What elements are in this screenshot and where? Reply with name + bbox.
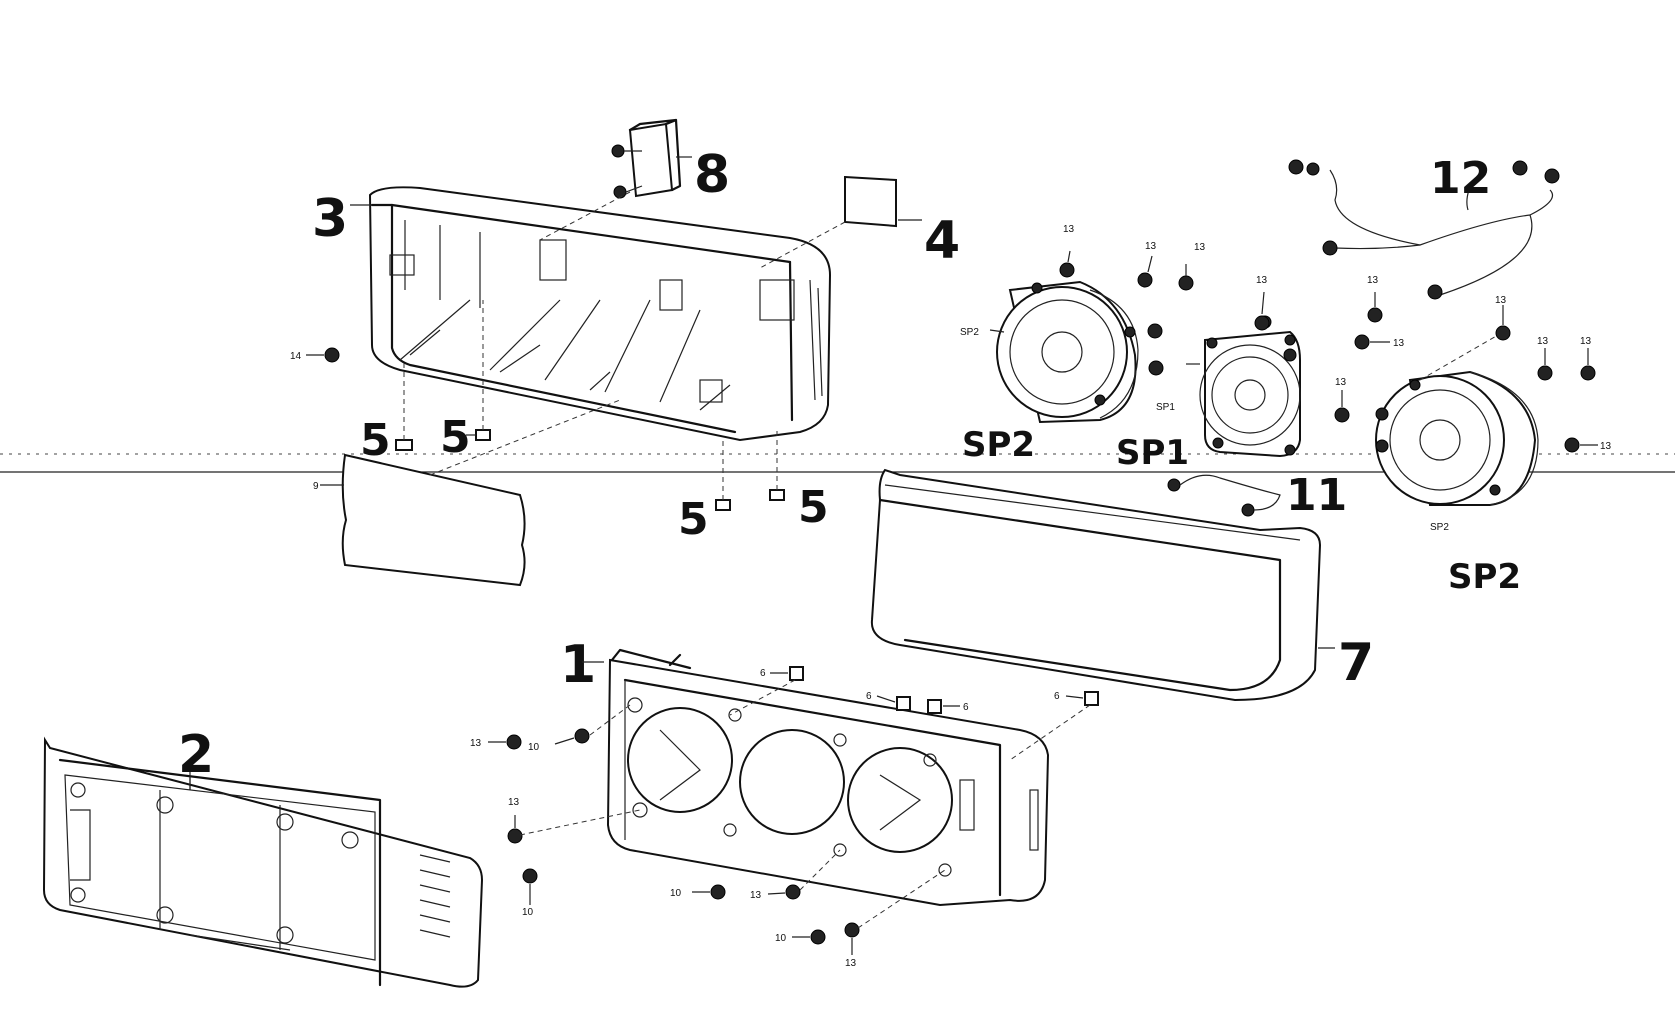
label-10-d: 10 <box>775 933 787 944</box>
label-13-e: 13 <box>1063 224 1075 235</box>
callout-5-a: 5 <box>360 415 391 466</box>
label-13-d: 13 <box>845 958 857 969</box>
speaker-sp2-left <box>989 250 1194 424</box>
label-13-k: 13 <box>1335 377 1347 388</box>
handwritten-sp1: SP1 <box>1116 433 1189 473</box>
callout-5-c: 5 <box>678 494 709 545</box>
label-10-c: 10 <box>670 888 682 899</box>
label-13-j: 13 <box>1393 338 1405 349</box>
callout-12: 12 <box>1430 153 1491 204</box>
label-6-a: 6 <box>760 668 766 679</box>
grille-frame-part <box>870 468 1335 702</box>
label-13-g: 13 <box>1194 242 1206 253</box>
screw-14 <box>306 347 340 363</box>
callout-8: 8 <box>694 145 730 205</box>
label-13-m: 13 <box>1537 336 1549 347</box>
vent-slots <box>419 854 451 938</box>
callout-7: 7 <box>1338 633 1374 693</box>
callout-1: 1 <box>560 635 596 695</box>
small-box-part <box>539 118 692 241</box>
back-plate-part <box>42 736 484 988</box>
label-13-h: 13 <box>1256 275 1268 286</box>
label-13-f: 13 <box>1145 241 1157 252</box>
callout-11: 11 <box>1286 470 1347 521</box>
tabs-part <box>395 300 785 511</box>
speaker-sp1 <box>1186 291 1390 458</box>
label-sp2-right: SP2 <box>1430 522 1449 533</box>
label-sp2-left: SP2 <box>960 327 979 338</box>
label-10-b: 10 <box>522 907 534 918</box>
label-13-a: 13 <box>470 738 482 749</box>
label-sp1: SP1 <box>1156 402 1175 413</box>
label-13-o: 13 <box>1600 441 1612 452</box>
label-14: 14 <box>290 351 302 362</box>
wire-harness-12 <box>1288 159 1560 300</box>
label-6-c: 6 <box>963 702 969 713</box>
handwritten-sp2-right: SP2 <box>1448 557 1521 597</box>
callout-4: 4 <box>924 211 960 271</box>
label-6-d: 6 <box>1054 691 1060 702</box>
callout-2: 2 <box>178 725 214 785</box>
wire-11 <box>1167 474 1281 517</box>
callout-5-d: 5 <box>798 482 829 533</box>
baffle-screws <box>488 704 946 955</box>
callout-5-b: 5 <box>440 412 471 463</box>
label-13-l: 13 <box>1495 295 1507 306</box>
handwritten-sp2-left: SP2 <box>962 425 1035 465</box>
label-13-i: 13 <box>1367 275 1379 286</box>
label-plate-part <box>759 175 922 269</box>
board-part <box>320 399 621 587</box>
label-6-b: 6 <box>866 691 872 702</box>
label-13-n: 13 <box>1580 336 1592 347</box>
front-baffle-part <box>606 648 1050 907</box>
callout-3: 3 <box>312 189 348 249</box>
label-9: 9 <box>313 481 319 492</box>
label-13-c: 13 <box>750 890 762 901</box>
spacers-6 <box>729 666 1099 761</box>
label-10-a: 10 <box>528 742 540 753</box>
speaker-sp2-right <box>1375 305 1598 506</box>
label-13-b: 13 <box>508 797 520 808</box>
rear-cabinet-part <box>368 186 832 442</box>
